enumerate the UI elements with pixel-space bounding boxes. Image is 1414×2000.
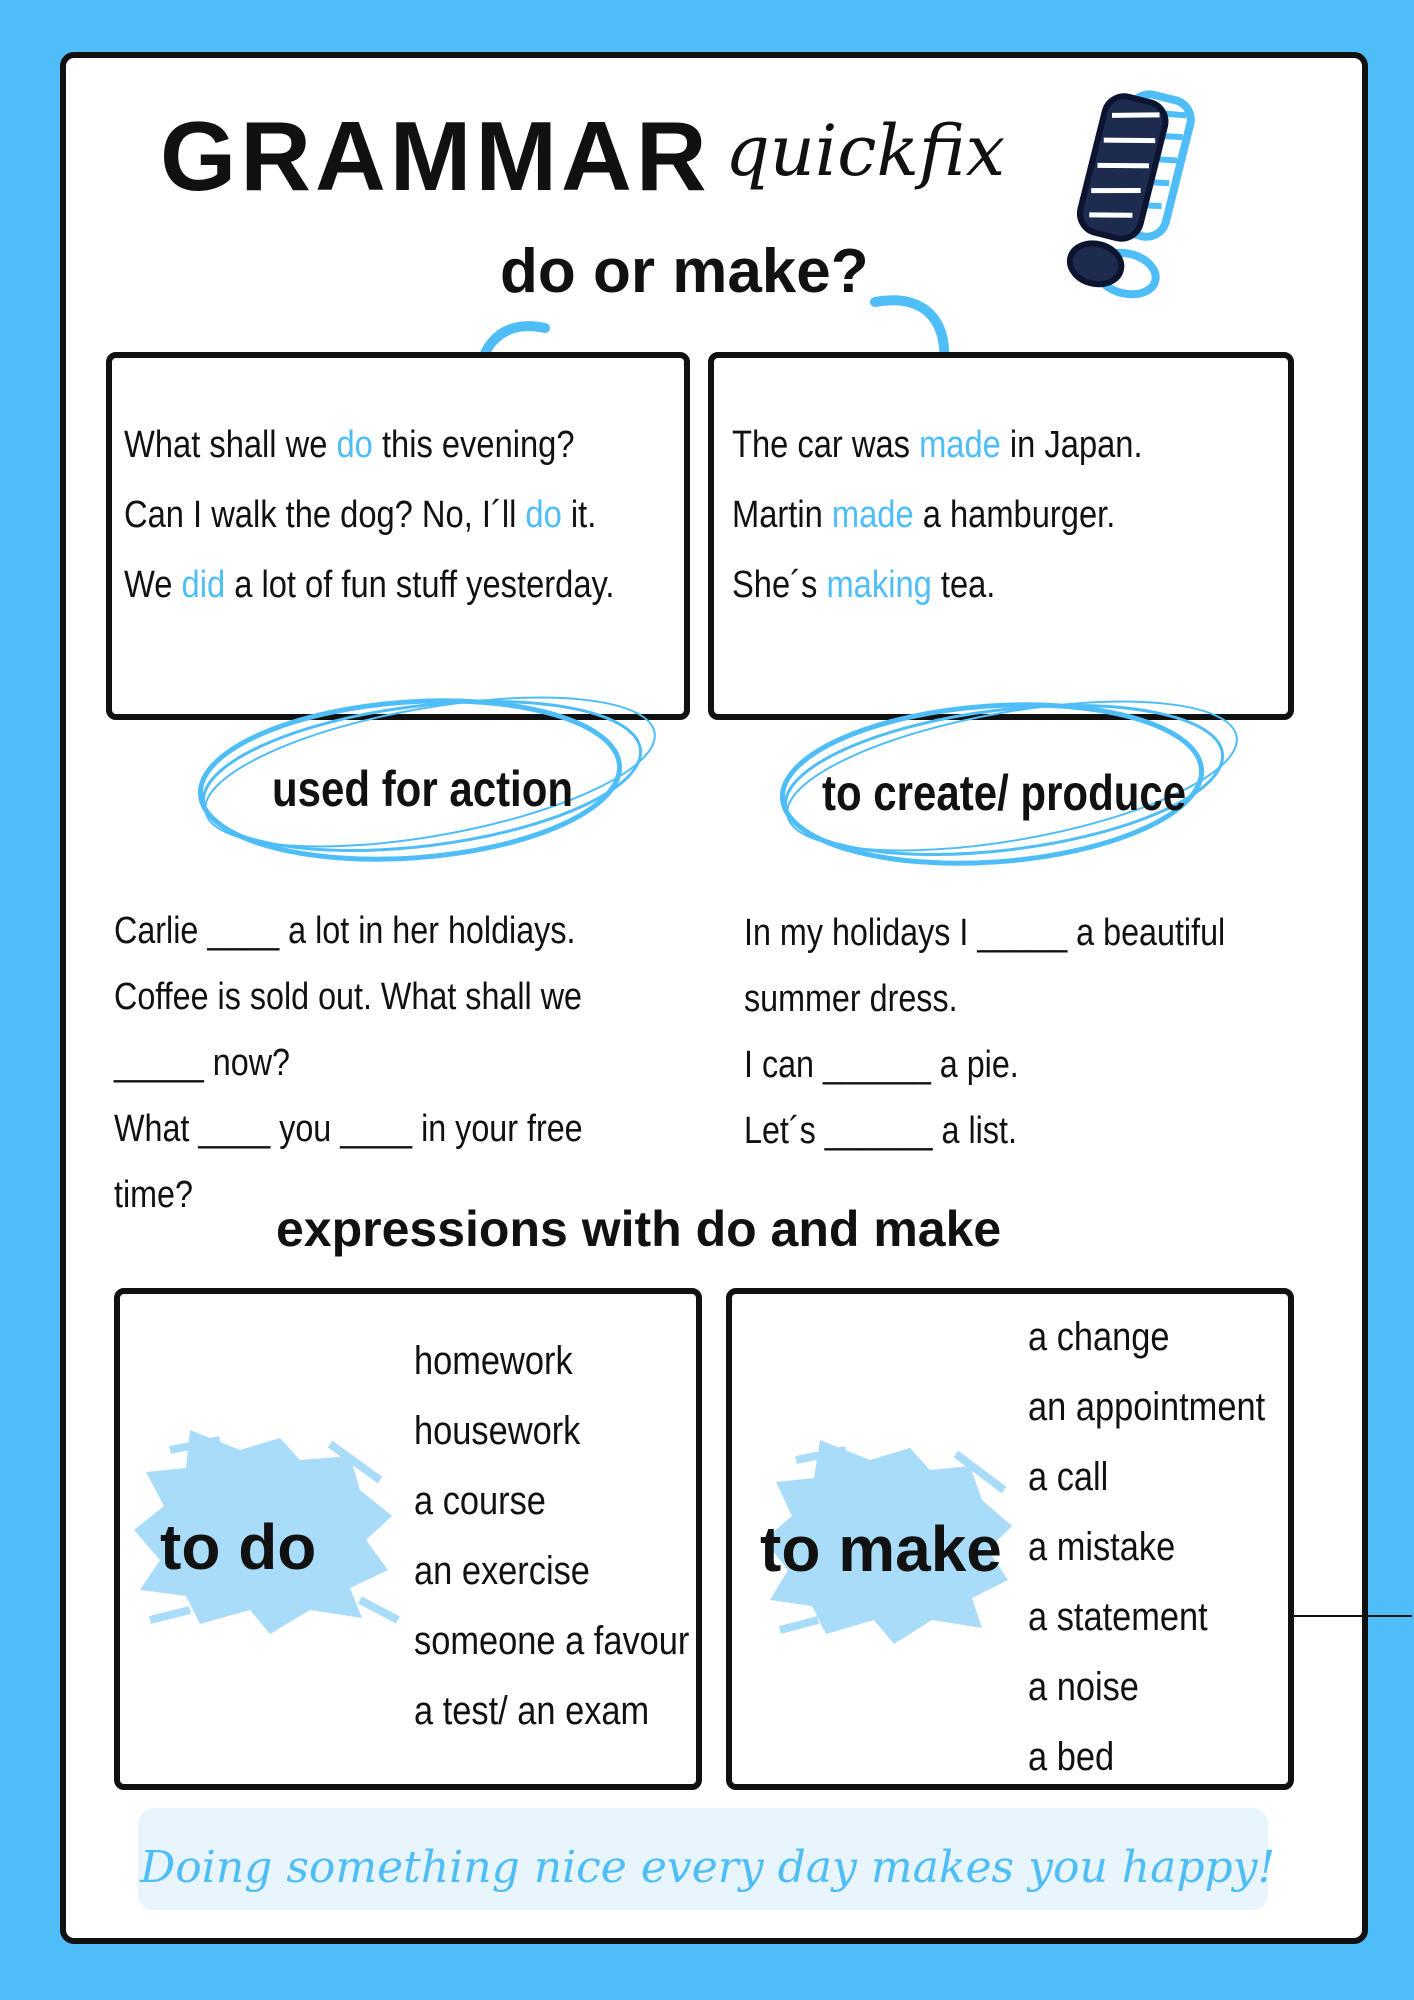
make-example-sentence: She´s making tea. [732,564,996,606]
exercises-right: In my holidays I _____ a beautiful summe… [744,900,1310,1164]
divider-line [1294,1615,1412,1617]
scribble-circle-right [779,700,1238,866]
do-expression-item: a course [414,1479,546,1523]
do-expression-item: homework [414,1339,573,1383]
do-expression-item: a test/ an exam [414,1689,650,1733]
brush-stroke-do [134,1430,400,1634]
make-expressions-list: a change an appointment a call a mistake… [1028,1302,1304,1792]
make-expression-item: a bed [1028,1735,1115,1779]
make-expression-item: a noise [1028,1665,1139,1709]
do-example-sentence: Can I walk the dog? No, I´ll do it. [124,494,597,536]
exercises-left: Carlie ____ a lot in her holdiays. Coffe… [114,898,665,1228]
exercise-line: Let´s ______ a list. [744,1110,1017,1152]
exercise-line: _____ now? [114,1042,291,1084]
exercise-line: I can ______ a pie. [744,1044,1019,1086]
make-examples-box [708,352,1294,720]
quickfix-script-title: quickfix [725,110,1006,192]
make-expression-item: a mistake [1028,1525,1176,1569]
do-examples-box [106,352,690,720]
do-expression-item: an exercise [414,1549,590,1593]
exercise-line: Coffee is sold out. What shall we [114,976,582,1018]
exercise-line: What ____ you ____ in your free [114,1108,583,1150]
make-expression-item: a statement [1028,1595,1208,1639]
exercise-line: In my holidays I _____ a beautiful [744,912,1226,954]
do-example-sentence: We did a lot of fun stuff yesterday. [124,564,615,606]
exclamation-icon [1066,90,1195,299]
make-expression-item: a change [1028,1315,1170,1359]
make-expression-item: a call [1028,1455,1109,1499]
brush-stroke-make [764,1440,1012,1644]
motto-banner [138,1808,1268,1910]
exercise-line: Carlie ____ a lot in her holdiays. [114,910,576,952]
expressions-heading: expressions with do and make [276,1201,1002,1257]
do-expressions-list: homework housework a course an exercise … [414,1326,734,1746]
to-make-box [726,1288,1294,1790]
do-examples-list: What shall we do this evening? Can I wal… [124,410,694,620]
do-usage-label: used for action [272,761,574,817]
exercise-line: time? [114,1174,193,1216]
make-examples-list: The car was made in Japan. Martin made a… [732,410,1209,620]
do-expression-item: housework [414,1409,581,1453]
exercise-line: summer dress. [744,978,958,1020]
make-example-sentence: Martin made a hamburger. [732,494,1116,536]
make-usage-label: to create/ produce [822,765,1187,821]
do-example-sentence: What shall we do this evening? [124,424,575,466]
do-expression-item: someone a favour [414,1619,690,1663]
make-expression-item: an appointment [1028,1385,1266,1429]
page-subtitle: do or make? [500,237,869,306]
page-title: GRAMMAR [160,101,711,211]
to-make-label: to make [760,1513,1002,1585]
scribble-circle-left [197,696,656,862]
motto-text: Doing something nice every day makes you… [140,1842,1276,1893]
to-do-label: to do [160,1511,317,1583]
make-example-sentence: The car was made in Japan. [732,424,1143,466]
to-do-box [114,1288,702,1790]
